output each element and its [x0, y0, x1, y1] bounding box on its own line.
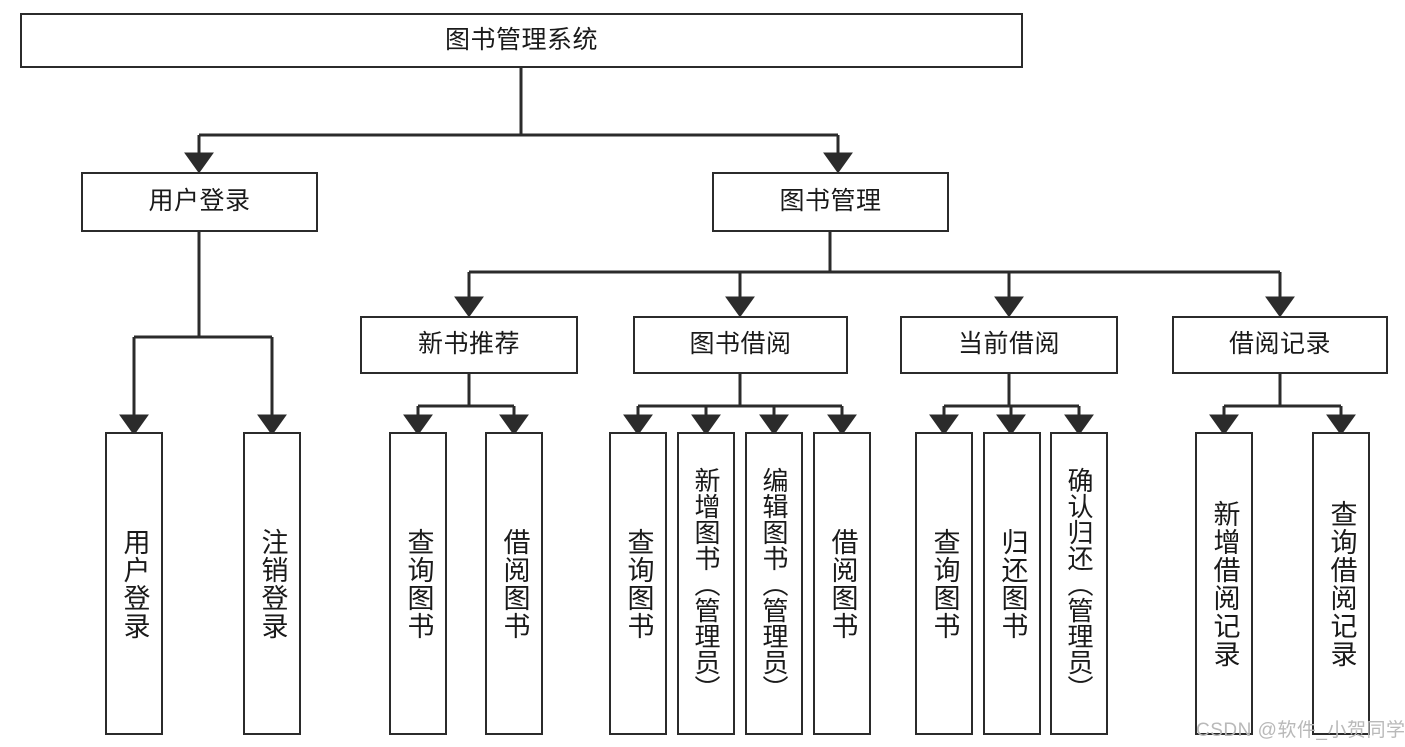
- node-label-leaf-add-book: 新增图书（管理员）: [691, 466, 721, 701]
- node-leaf-logout-login[interactable]: 注销登录: [243, 432, 301, 735]
- node-label-leaf-confirm-return: 确认归还（管理员）: [1064, 466, 1094, 701]
- node-label-leaf-borrow-book-1: 借阅图书: [499, 527, 530, 640]
- node-label-leaf-add-record: 新增借阅记录: [1209, 499, 1240, 668]
- node-leaf-query-book-3[interactable]: 查询图书: [915, 432, 973, 735]
- node-book-management[interactable]: 图书管理: [712, 172, 949, 232]
- node-label-leaf-return-book: 归还图书: [997, 527, 1028, 640]
- node-leaf-user-login[interactable]: 用户登录: [105, 432, 163, 735]
- node-label-user-login: 用户登录: [148, 187, 251, 216]
- node-label-leaf-logout-login: 注销登录: [257, 527, 288, 640]
- node-leaf-add-record[interactable]: 新增借阅记录: [1195, 432, 1253, 735]
- node-label-leaf-query-book-2: 查询图书: [623, 527, 654, 640]
- node-label-leaf-query-book-3: 查询图书: [929, 527, 960, 640]
- node-leaf-query-book-2[interactable]: 查询图书: [609, 432, 667, 735]
- csdn-watermark: CSDN @软件_小贺同学: [1196, 720, 1405, 741]
- node-label-root: 图书管理系统: [444, 25, 598, 54]
- node-label-leaf-edit-book: 编辑图书（管理员）: [759, 466, 789, 701]
- node-label-leaf-query-book-1: 查询图书: [403, 527, 434, 640]
- node-leaf-edit-book[interactable]: 编辑图书（管理员）: [745, 432, 803, 735]
- node-leaf-return-book[interactable]: 归还图书: [983, 432, 1041, 735]
- node-label-leaf-query-record: 查询借阅记录: [1326, 499, 1357, 668]
- node-label-leaf-user-login: 用户登录: [119, 527, 150, 640]
- node-leaf-query-book-1[interactable]: 查询图书: [389, 432, 447, 735]
- node-label-book-borrow: 图书借阅: [689, 330, 792, 359]
- node-book-management-system[interactable]: 图书管理系统: [20, 13, 1023, 68]
- node-label-current-borrow: 当前借阅: [957, 330, 1060, 359]
- node-user-login[interactable]: 用户登录: [81, 172, 318, 232]
- node-leaf-borrow-book-2[interactable]: 借阅图书: [813, 432, 871, 735]
- node-leaf-confirm-return[interactable]: 确认归还（管理员）: [1050, 432, 1108, 735]
- node-label-leaf-borrow-book-2: 借阅图书: [827, 527, 858, 640]
- node-label-book-management: 图书管理: [779, 187, 882, 216]
- node-label-new-book-recommend: 新书推荐: [417, 330, 520, 359]
- node-leaf-borrow-book-1[interactable]: 借阅图书: [485, 432, 543, 735]
- node-new-book-recommend[interactable]: 新书推荐: [360, 316, 578, 374]
- node-borrow-record[interactable]: 借阅记录: [1172, 316, 1388, 374]
- node-book-borrow[interactable]: 图书借阅: [633, 316, 848, 374]
- node-leaf-query-record[interactable]: 查询借阅记录: [1312, 432, 1370, 735]
- node-label-borrow-record: 借阅记录: [1228, 330, 1331, 359]
- node-leaf-add-book[interactable]: 新增图书（管理员）: [677, 432, 735, 735]
- node-current-borrow[interactable]: 当前借阅: [900, 316, 1118, 374]
